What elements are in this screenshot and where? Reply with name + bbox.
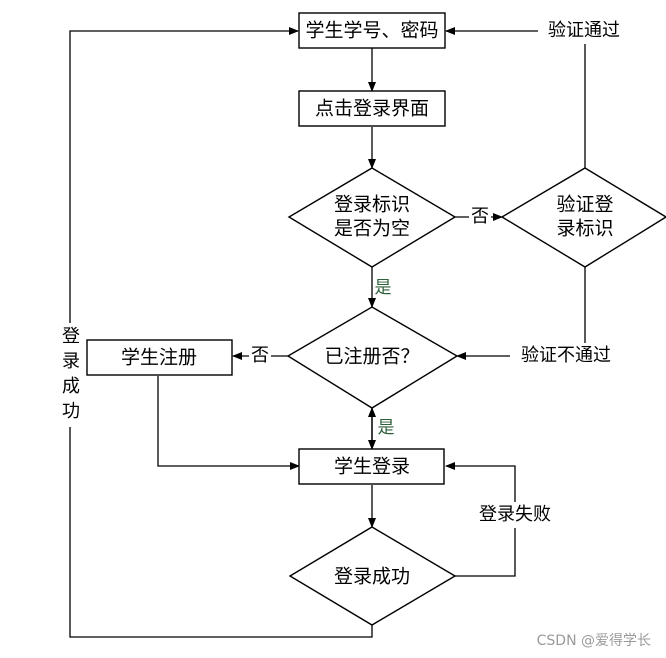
node-student-register: 学生注册 (121, 347, 197, 369)
decision-verify-login-flag-shape (500, 167, 666, 268)
decision-registered-shape (286, 306, 459, 409)
label-yes-1: 是 (375, 278, 392, 298)
label-bg-login-success-side (60, 323, 82, 427)
node-student-register-box (86, 339, 233, 376)
label-verify-fail: 验证不通过 (521, 345, 611, 366)
decision-verify-login-flag-line1: 验证登 (556, 194, 613, 216)
decision-registered: 已注册否？ (324, 346, 419, 368)
decision-login-flag-empty-shape (287, 167, 457, 268)
label-bg-login-failed (470, 502, 560, 528)
label-login-failed: 登录失败 (479, 504, 551, 525)
node-click-login-page-box (298, 90, 446, 127)
label-login-success-side-2: 录 (62, 351, 80, 372)
decision-login-success-shape (288, 526, 457, 626)
label-bg-no-left (249, 345, 271, 367)
label-bg-verify-pass (538, 18, 630, 44)
label-login-success-side-4: 功 (62, 401, 80, 422)
decision-login-flag-empty-line2: 是否为空 (334, 218, 410, 240)
label-bg-no-right (469, 206, 491, 228)
node-student-id-password: 学生学号、密码 (305, 20, 438, 42)
watermark: CSDN @爱得学长 (537, 632, 651, 649)
edge-success-loop-to-input (69, 27, 373, 638)
decision-login-success: 登录成功 (334, 566, 410, 588)
label-login-success-side-1: 登 (62, 326, 80, 347)
node-click-login-page: 点击登录界面 (315, 98, 429, 120)
label-no-right: 否 (471, 206, 489, 227)
node-student-login-box (298, 448, 445, 485)
decision-verify-login-flag-line2: 录标识 (556, 218, 613, 240)
label-bg-verify-fail (510, 343, 622, 369)
edge-verify-pass-to-input (445, 27, 586, 168)
node-student-login: 学生登录 (334, 456, 410, 478)
edge-verify-fail-to-registered (456, 267, 586, 360)
label-no-left: 否 (251, 345, 269, 366)
label-verify-pass: 验证通过 (548, 20, 620, 41)
edge-register-to-login (157, 376, 300, 470)
decision-login-flag-empty-line1: 登录标识 (334, 194, 410, 216)
label-yes-2: 是 (378, 418, 395, 438)
node-student-id-password-box (298, 12, 446, 49)
label-login-success-side-3: 成 (62, 376, 80, 397)
